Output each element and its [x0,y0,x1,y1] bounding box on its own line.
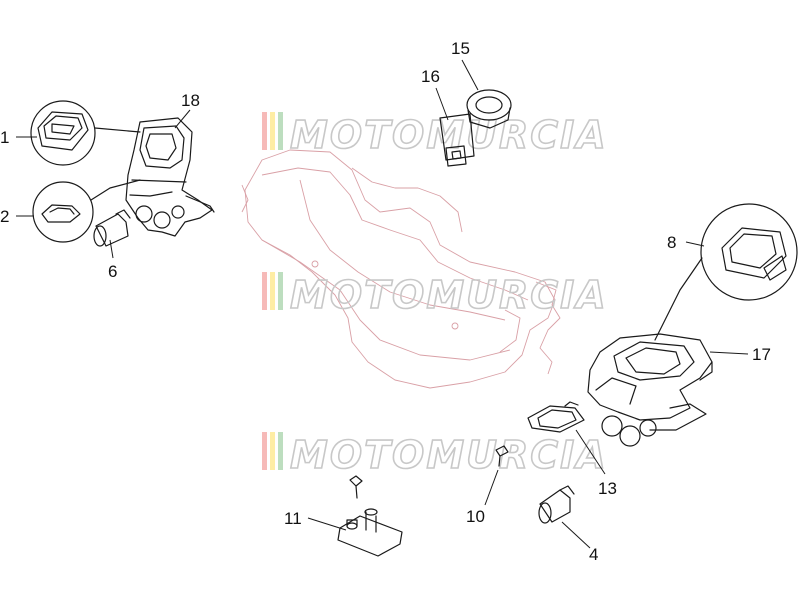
leader-6 [109,239,114,259]
leader-18 [174,109,191,129]
part-13-flat-switch [527,401,585,433]
part-8-switch [654,203,798,341]
part-16-bracket [439,113,475,167]
svg-text:MOTOMURCIA: MOTOMURCIA [290,113,608,157]
callout-4: 4 [589,545,598,564]
callout-13: 13 [598,479,617,498]
part-11-clip [337,475,403,557]
callout-16: 16 [421,67,440,86]
callout-15: 15 [451,39,470,58]
leader-17 [709,351,749,355]
part-4-cylinder [538,485,575,524]
part-1-switch [30,100,141,166]
leader-4 [561,521,591,549]
callout-1: 1 [0,128,9,147]
watermark-top: MOTOMURCIA [262,112,608,158]
part-17-right-housing [587,333,713,447]
callout-11: 11 [284,509,302,528]
callout-2: 2 [0,207,9,226]
watermark-middle: MOTOMURCIA [262,272,608,318]
svg-text:MOTOMURCIA: MOTOMURCIA [290,273,608,317]
callout-labels: 1 2 4 6 8 10 11 13 15 16 17 18 [0,39,771,564]
part-10-screw [495,445,509,467]
leader-15 [461,59,479,91]
callout-10: 10 [466,507,485,526]
svg-text:MOTOMURCIA: MOTOMURCIA [290,433,608,477]
part-2-switch [32,179,141,243]
handlebar-body-outline [241,149,561,389]
leader-10 [484,469,499,506]
leader-11 [307,517,347,531]
watermark-bottom: MOTOMURCIA [262,432,608,478]
leader-8 [685,241,705,247]
part-6-cylinder [93,209,131,247]
leader-16 [435,87,449,121]
part-18-left-housing [125,117,215,237]
part-15-ring [466,89,512,129]
callout-6: 6 [108,262,117,281]
leader-lines [16,59,749,549]
leader-13 [575,429,606,475]
callout-8: 8 [667,233,676,252]
callout-17: 17 [752,345,771,364]
callout-18: 18 [181,91,200,110]
